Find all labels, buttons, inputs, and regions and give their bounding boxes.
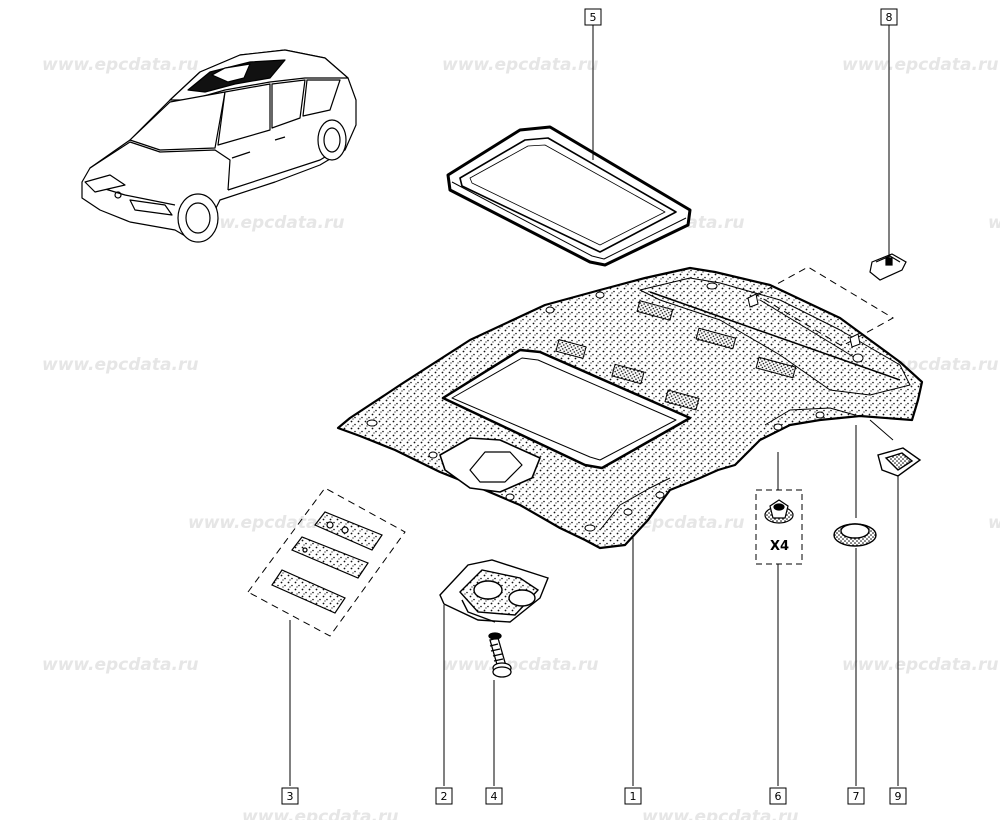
watermark: www.epcdata.ru <box>988 213 1000 233</box>
svg-text:4: 4 <box>491 790 498 803</box>
callout-7: 7 <box>847 787 865 805</box>
watermark: www.epcdata.ru <box>642 807 798 820</box>
watermark: www.epcdata.ru <box>842 55 998 75</box>
svg-text:8: 8 <box>886 11 893 24</box>
svg-text:5: 5 <box>590 11 597 24</box>
callout-4: 4 <box>485 787 503 805</box>
callout-2: 2 <box>435 787 453 805</box>
leader-lines <box>289 25 899 786</box>
watermark: www.epcdata.ru <box>188 513 344 533</box>
part-2-light-housing <box>439 559 549 623</box>
watermark: www.epcdata.ru <box>42 355 198 375</box>
quantity-label: X4 <box>770 539 789 554</box>
svg-text:6: 6 <box>775 790 782 803</box>
headlining <box>336 266 924 550</box>
svg-text:3: 3 <box>287 790 294 803</box>
watermark: www.epcdata.ru <box>188 213 344 233</box>
watermark: www.epcdata.ru <box>242 807 398 820</box>
watermark: www.epcdata.ru <box>42 655 198 675</box>
callout-6: 6 <box>769 787 787 805</box>
clip-group-box <box>755 266 895 347</box>
part-6-box: X4 <box>755 489 803 565</box>
part-8-clip <box>869 253 907 281</box>
part-7-plug <box>833 523 877 547</box>
sunroof-seal <box>446 125 692 267</box>
watermark: www.epcdata.ru <box>42 55 198 75</box>
callout-3: 3 <box>281 787 299 805</box>
watermark: www.epcdata.ru <box>988 513 1000 533</box>
callout-1: 1 <box>624 787 642 805</box>
callout-5: 5 <box>584 8 602 26</box>
svg-text:2: 2 <box>441 790 448 803</box>
svg-text:1: 1 <box>630 790 637 803</box>
part-3-lenses <box>247 487 406 637</box>
watermark: www.epcdata.ru <box>442 55 598 75</box>
car-illustration <box>81 49 357 243</box>
svg-text:9: 9 <box>895 790 902 803</box>
part-9-hook <box>877 447 922 477</box>
watermark: www.epcdata.ru <box>442 655 598 675</box>
callout-8: 8 <box>880 8 898 26</box>
svg-text:7: 7 <box>853 790 860 803</box>
callout-9: 9 <box>889 787 907 805</box>
watermark: www.epcdata.ru <box>842 655 998 675</box>
part-4-screw <box>488 632 512 678</box>
clips <box>747 293 861 348</box>
